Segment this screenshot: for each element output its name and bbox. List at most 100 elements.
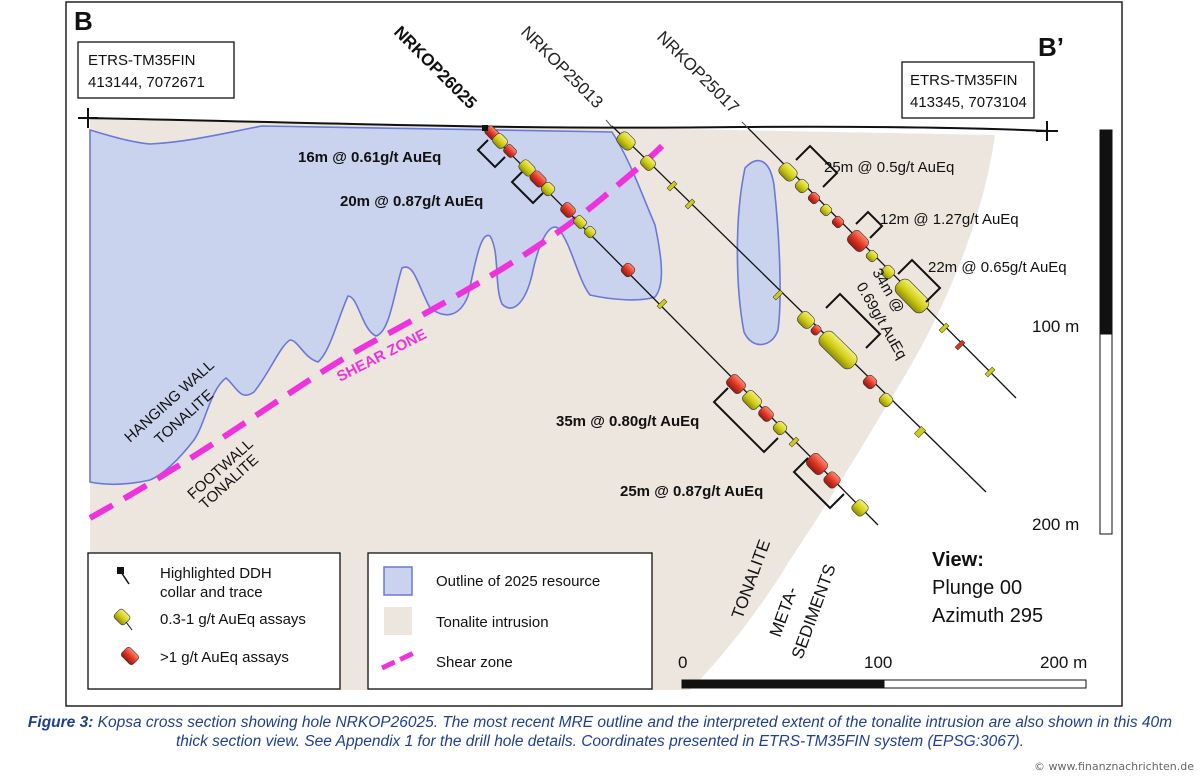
assay-low-grade	[984, 366, 996, 378]
intercept-label: 12m @ 1.27g/t AuEq	[880, 211, 1019, 228]
section-label-right: B’	[1038, 32, 1064, 62]
legend-label: collar and trace	[160, 584, 263, 601]
intercept-label: 20m @ 0.87g/t AuEq	[340, 193, 483, 210]
assays-nrkop26025	[484, 125, 869, 517]
assay-low-grade	[540, 181, 556, 197]
legend-geology: Outline of 2025 resource Tonalite intrus…	[367, 552, 653, 690]
horizontal-scale-label-0: 0	[678, 653, 687, 672]
assay-low-grade	[894, 278, 930, 314]
collar-leader	[741, 121, 749, 129]
coord-value-right: 413345, 7073104	[910, 94, 1027, 111]
legend-label: Outline of 2025 resource	[436, 573, 600, 590]
vertical-scale-label-100: 100 m	[1032, 317, 1079, 336]
intercept-label: 25m @ 0.5g/t AuEq	[824, 159, 954, 176]
intercept-bracket	[510, 171, 544, 205]
intercept-label: 35m @ 0.80g/t AuEq	[556, 413, 699, 430]
figure-caption: Figure 3: Kopsa cross section showing ho…	[20, 713, 1180, 751]
assay-low-grade	[616, 131, 636, 151]
assays-nrkop25017	[778, 162, 996, 378]
caption-text: Kopsa cross section showing hole NRKOP26…	[93, 714, 1173, 750]
resource-outline-swatch	[383, 566, 413, 596]
assay-low-grade	[573, 215, 587, 229]
coord-box-left: ETRS-TM35FIN 413144, 7072671	[77, 41, 235, 99]
assay-high-grade	[758, 406, 774, 422]
assay-high-grade	[810, 324, 822, 336]
shear-zone-line	[380, 648, 420, 671]
horizontal-scale-label-100: 100	[864, 653, 892, 672]
assay-low-grade	[938, 322, 950, 334]
tonalite-swatch	[384, 607, 412, 635]
legend-label: 0.3-1 g/t AuEq assays	[160, 611, 306, 628]
intercept-bracket	[712, 387, 779, 454]
legend-trace-stub	[125, 621, 133, 631]
yellow-assay-icon	[113, 608, 131, 626]
caption-label: Figure 3:	[27, 714, 94, 731]
view-plunge: Plunge 00	[932, 577, 1022, 599]
assay-low-grade	[797, 311, 815, 329]
legend-label: Shear zone	[436, 654, 513, 671]
assay-high-grade	[726, 374, 746, 394]
assay-high-grade	[620, 262, 636, 278]
intercept-bracket	[792, 457, 845, 510]
legend-label: >1 g/t AuEq assays	[160, 649, 289, 666]
assay-low-grade	[778, 162, 798, 182]
intercept-label: 22m @ 0.65g/t AuEq	[928, 259, 1067, 276]
topography-line	[83, 117, 1051, 132]
coord-value-left: 413144, 7072671	[88, 74, 205, 91]
assay-low-grade	[656, 298, 668, 310]
assay-high-grade	[807, 191, 821, 205]
assay-low-grade	[788, 436, 800, 448]
legend-drillholes: Highlighted DDH collar and trace 0.3-1 g…	[87, 552, 341, 690]
intercept-bracket	[825, 292, 882, 349]
assay-low-grade	[492, 133, 508, 149]
section-end-marker-right	[1036, 121, 1058, 141]
assay-low-grade	[583, 225, 597, 239]
intercept-label: 16m @ 0.61g/t AuEq	[298, 149, 441, 166]
assay-high-grade	[823, 471, 841, 489]
section-label-left: B	[74, 6, 93, 36]
vertical-scale-bar	[1099, 129, 1113, 535]
resource-outline-main	[89, 125, 663, 485]
assay-low-grade	[865, 249, 879, 263]
intercept-bracket	[855, 210, 884, 239]
coord-system-left: ETRS-TM35FIN	[88, 52, 196, 69]
legend-label: Highlighted DDH	[160, 565, 272, 582]
intercept-brackets	[476, 139, 942, 510]
collar-leader	[605, 119, 613, 128]
coord-box-right: ETRS-TM35FIN 413345, 7073104	[901, 61, 1035, 119]
horizontal-scale-bar	[681, 679, 1087, 689]
assay-low-grade	[878, 392, 894, 408]
watermark: © www.finanznachrichten.de	[1034, 760, 1194, 773]
assay-low-grade	[772, 420, 788, 436]
view-azimuth: Azimuth 295	[932, 605, 1043, 627]
assay-high-grade	[847, 230, 869, 252]
assay-high-grade	[806, 453, 828, 475]
assay-low-grade	[851, 499, 869, 517]
collar-trace-icon	[117, 567, 130, 585]
vertical-scale-label-200: 200 m	[1032, 515, 1079, 534]
shear-zone-line	[88, 143, 665, 521]
resource-outline-lens	[736, 159, 781, 346]
assay-high-grade	[954, 339, 966, 351]
highlighted-collar-marker	[482, 125, 488, 131]
assay-high-grade	[831, 215, 845, 229]
assays-nrkop25013	[616, 131, 926, 439]
assay-low-grade	[794, 178, 810, 194]
intercept-bracket	[476, 139, 506, 169]
intercept-bracket	[897, 258, 942, 303]
view-title: View:	[932, 549, 984, 571]
assay-low-grade	[914, 425, 926, 439]
legend-label: Tonalite intrusion	[436, 614, 549, 631]
assay-low-grade	[880, 264, 896, 280]
assay-low-grade	[640, 155, 656, 171]
assay-low-grade	[742, 390, 762, 410]
assay-low-grade	[818, 330, 858, 370]
red-assay-icon	[121, 647, 139, 665]
assay-high-grade	[560, 202, 576, 218]
intercept-bracket	[795, 144, 839, 188]
coord-system-right: ETRS-TM35FIN	[910, 72, 1018, 89]
assay-low-grade	[666, 180, 678, 192]
assay-low-grade	[819, 203, 833, 217]
assay-high-grade	[862, 374, 878, 390]
